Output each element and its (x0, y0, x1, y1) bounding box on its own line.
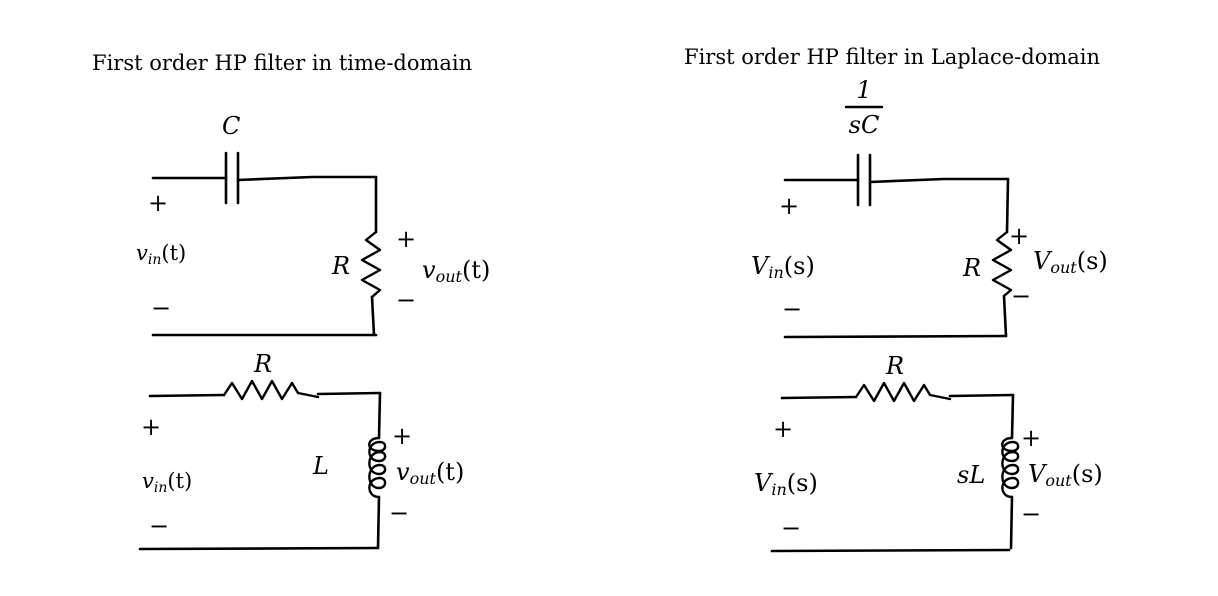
label-input-voltage: vin(t) (142, 469, 192, 496)
label-resistor: R (331, 252, 350, 280)
circuit-time-rl: R L + − vin(t) + − vout(t) (138, 350, 464, 551)
label-output-voltage: vout(t) (396, 458, 464, 488)
label-resistor: R (962, 254, 981, 282)
wire-top-left (780, 395, 858, 400)
output-minus: − (1011, 282, 1031, 310)
label-resistor: R (253, 350, 272, 378)
input-plus: + (148, 189, 168, 217)
label-resistor: R (885, 352, 904, 380)
wire-right-lower (1009, 495, 1014, 550)
circuit-time-rc: C R + − vin(t) + − vout(t) (136, 112, 490, 337)
wire-top-left (148, 393, 226, 398)
circuit-laplace-rl: R sL + − Vin(s) + − Vout(s) (754, 352, 1103, 553)
wire-right-lower (376, 495, 381, 550)
wire-top-right (236, 175, 378, 182)
circuit-laplace-rc: 1 sC R + − Vin(s) + − Vout(s) (751, 76, 1108, 339)
wire-right-lower (1002, 294, 1008, 338)
label-input-voltage: Vin(s) (754, 469, 818, 499)
label-impedance-denominator: sC (849, 111, 880, 139)
label-capacitor: C (222, 112, 240, 140)
wire-right-upper (1010, 393, 1015, 440)
input-plus: + (141, 413, 161, 441)
output-minus: − (389, 499, 409, 527)
input-plus: + (779, 192, 799, 220)
output-plus: + (1021, 424, 1041, 452)
resistor-zigzag (222, 379, 320, 401)
input-minus: − (781, 514, 801, 542)
label-input-voltage: Vin(s) (751, 252, 815, 282)
title-laplace-domain: First order HP filter in Laplace-domain (684, 45, 1100, 69)
label-output-voltage: Vout(s) (1033, 247, 1108, 277)
inductor-coil (1001, 436, 1020, 499)
wire-right-upper (377, 391, 382, 440)
output-minus: − (396, 286, 416, 314)
resistor-zigzag (360, 230, 382, 299)
wire-top-right (316, 391, 382, 396)
label-impedance-numerator: 1 (856, 76, 871, 104)
input-minus: − (151, 294, 171, 322)
input-plus: + (773, 415, 793, 443)
wire-bottom (138, 546, 380, 551)
label-output-voltage: vout(t) (422, 256, 490, 286)
label-input-voltage: vin(t) (136, 241, 186, 268)
wire-top-right (948, 393, 1015, 398)
wire-bottom (770, 548, 1011, 553)
title-time-domain: First order HP filter in time-domain (92, 51, 472, 75)
output-plus: + (392, 422, 412, 450)
wire-bottom (783, 334, 1008, 339)
input-minus: − (149, 512, 169, 540)
label-inductor: sL (957, 461, 985, 489)
output-plus: + (396, 225, 416, 253)
output-plus: + (1009, 222, 1029, 250)
inductor-coil (368, 436, 387, 499)
label-inductor: L (312, 452, 329, 480)
output-minus: − (1021, 500, 1041, 528)
resistor-zigzag (991, 230, 1013, 298)
wire-top-right (868, 177, 1010, 184)
label-output-voltage: Vout(s) (1028, 460, 1103, 490)
resistor-zigzag (854, 381, 952, 403)
wire-right-upper (1005, 177, 1010, 234)
wire-right-lower (370, 295, 376, 337)
input-minus: − (782, 295, 802, 323)
